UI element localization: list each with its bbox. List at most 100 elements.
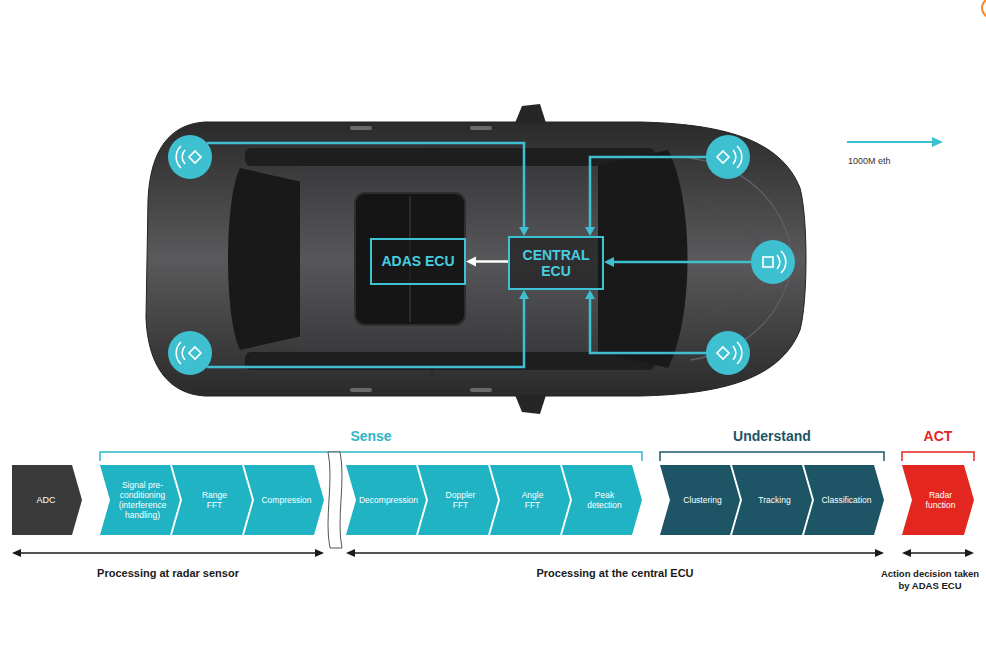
chevron-fill [172,465,252,535]
text-area: Range FFT [183,468,246,532]
step-label: Compression [261,495,311,505]
ethernet-wire [207,298,524,367]
car-door-handle [350,388,372,392]
process-chevron: Clustering [660,465,740,535]
chevron-fill [804,465,884,535]
processing-span-label: Processing at the central ECU [536,567,693,581]
sensor-diamond [717,151,729,163]
ecu-box: CENTRAL ECU [508,236,604,290]
car-door-handle [470,126,492,130]
group-heading: Sense [350,428,391,446]
connector-arrowhead [466,257,476,267]
legend-label: 1000M eth [848,156,891,167]
span-arrowhead [875,549,884,557]
car-illustration [146,104,806,414]
text-area: CENTRAL ECU [510,238,602,288]
step-label: Radar function [921,490,961,510]
sense-bracket [100,452,642,461]
span-arrowhead [965,549,974,557]
radar-sensor [706,331,750,375]
process-chevron: Tracking [732,465,812,535]
group-brackets [100,452,974,461]
wire-arrowhead [519,290,529,299]
process-chevron: Classification [804,465,884,535]
sensor-disc [751,240,795,284]
ecu-label: ADAS ECU [381,253,454,269]
process-chevron: Signal pre-conditioning (interference ha… [100,465,180,535]
chevron-fill [660,465,740,535]
text-area: ADAS ECU [372,240,464,283]
car-body [146,122,806,396]
process-chevron: Radar function [902,465,974,535]
ethernet-wire [590,157,707,229]
sensor-wave [182,150,185,164]
wire-arrowhead [604,257,614,267]
chevron-fill [902,465,974,535]
process-chevron: Angle FFT [490,465,570,535]
sensor-square [763,257,773,267]
car-door-handle [470,388,492,392]
group-heading: ACT [924,428,953,446]
process-chevron: ADC [12,465,82,535]
radar-sensor [168,135,212,179]
corner-mark [982,0,986,18]
step-label: Doppler FFT [443,490,479,510]
sensor-wave [176,146,181,168]
connector-arrow [466,257,508,267]
sensor-icon [717,146,742,168]
legend-sample [847,137,943,147]
step-label: Classification [821,495,871,505]
sensor-wave [737,146,742,168]
step-label: Signal pre-conditioning (interference ha… [111,480,174,521]
ethernet-wire [207,143,524,229]
chevron-fill [100,465,180,535]
sensor-icon [763,251,786,273]
step-label: Clustering [683,495,721,505]
car-mirror [515,104,546,123]
wire-arrowhead [585,227,595,236]
span-line [18,552,318,553]
span-arrowhead [12,549,21,557]
ecu-label: CENTRAL ECU [516,247,596,279]
text-area: Decompression [357,468,420,532]
process-chevron: Decompression [346,465,426,535]
sensor-wave [733,150,736,164]
act-bracket [902,452,974,461]
radar-sensor [751,240,795,284]
sensor-icon [176,342,201,364]
step-label: Tracking [758,495,790,505]
wire-arrowhead [519,227,529,236]
sensor-diamond [717,347,729,359]
ethernet-wires [207,143,751,367]
span-line [908,552,968,553]
sensor-icon [176,146,201,168]
sensor-wave [182,346,185,360]
chevron-fill [346,465,426,535]
text-area: Clustering [671,468,734,532]
car-windshield [598,150,688,368]
step-label: Decompression [359,495,418,505]
span-arrowhead [315,549,324,557]
sensor-diamond [189,151,201,163]
span-arrows [12,549,974,557]
process-chevron: Peak detection [562,465,642,535]
sensor-disc [168,135,212,179]
chevron-fill [732,465,812,535]
sensor-diamond [189,347,201,359]
chevron-fill [490,465,570,535]
car-mirror [515,395,546,414]
step-label: Range FFT [197,490,233,510]
car-door-handle [350,126,372,130]
ethernet-wire [590,298,707,353]
span-arrowhead [346,549,355,557]
text-area: Compression [255,468,318,532]
process-chevron: Range FFT [172,465,252,535]
chevron-fill [244,465,324,535]
transfer-break [328,452,342,548]
chevron-fill [562,465,642,535]
span-line [352,552,878,553]
process-chevron: Compression [244,465,324,535]
